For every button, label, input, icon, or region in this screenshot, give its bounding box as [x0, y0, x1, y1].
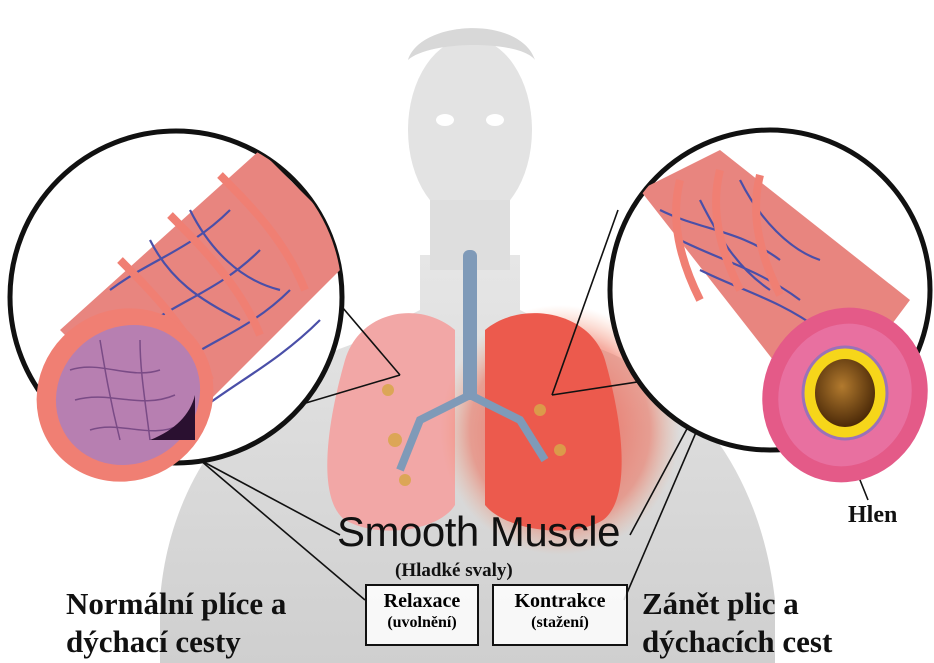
normal-caption-line2: dýchací cesty	[66, 624, 241, 660]
inflamed-caption-line2: dýchacích cest	[642, 624, 832, 660]
contraction-label: Kontrakce	[494, 590, 626, 613]
normal-lung	[327, 313, 455, 531]
relaxation-label: Relaxace	[367, 590, 477, 613]
mucus-label: Hlen	[848, 502, 897, 529]
lumen	[815, 359, 875, 427]
smooth-muscle-label: Smooth Muscle	[337, 508, 620, 556]
contraction-czech-label: (stažení)	[494, 614, 626, 632]
relaxation-czech-label: (uvolnění)	[367, 614, 477, 632]
contraction-box: Kontrakce (stažení)	[492, 584, 628, 646]
smooth-muscle-czech-label: (Hladké svaly)	[395, 560, 513, 582]
relaxation-box: Relaxace (uvolnění)	[365, 584, 479, 646]
inflamed-caption-line1: Zánět plic a	[642, 586, 799, 622]
trachea	[463, 250, 477, 400]
normal-caption-line1: Normální plíce a	[66, 586, 286, 622]
head	[408, 38, 532, 222]
